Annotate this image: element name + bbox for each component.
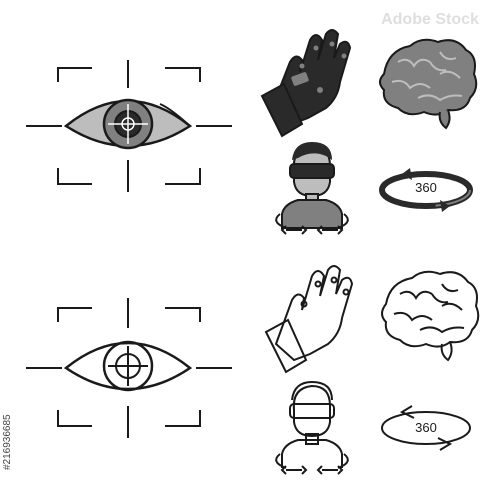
vr-user-icon: [275, 380, 349, 475]
rotation-360-icon: 360: [379, 168, 473, 212]
brain-icon: [379, 38, 478, 130]
eye-target-icon: [26, 298, 232, 438]
vr-glove-icon: [264, 265, 354, 374]
vr-user-icon: [275, 142, 349, 235]
brain-icon: [381, 270, 480, 362]
rotation-360-icon: 360: [381, 405, 471, 451]
rotation-label: 360: [415, 420, 437, 435]
stock-id: #216936685: [2, 414, 13, 470]
eye-target-icon: [26, 60, 232, 192]
rotation-label: 360: [415, 180, 437, 195]
vr-glove-icon: [260, 29, 352, 138]
watermark: Adobe Stock: [381, 11, 479, 28]
